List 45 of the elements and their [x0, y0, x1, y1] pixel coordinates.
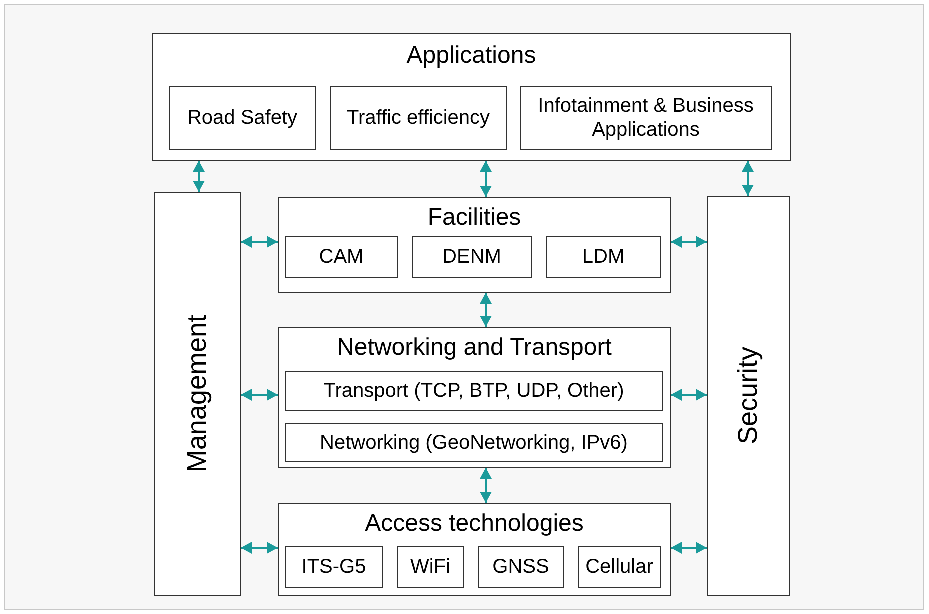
component-box [285, 423, 663, 462]
component-box [330, 86, 507, 150]
double-arrow [241, 389, 278, 401]
component-box [546, 236, 661, 278]
component-box [520, 86, 772, 150]
component-box [285, 236, 398, 278]
layer-box [278, 327, 671, 468]
layer-box [278, 197, 671, 293]
component-box [285, 546, 383, 588]
component-box [169, 86, 316, 150]
component-label: DENM [442, 245, 502, 269]
component-label: GNSS [492, 555, 550, 579]
layer-title: Facilities [426, 204, 522, 232]
component-box [412, 236, 532, 278]
double-arrow [241, 542, 278, 554]
double-arrow [671, 542, 707, 554]
side-layer-box [154, 192, 241, 596]
component-label: Traffic efficiency [346, 106, 490, 130]
double-arrow [480, 468, 492, 503]
component-box [285, 371, 663, 411]
component-label: Networking (GeoNetworking, IPv6) [320, 430, 628, 454]
double-arrow [241, 236, 278, 248]
side-layer-box [707, 196, 790, 596]
double-arrow [480, 293, 492, 327]
component-label: Road Safety [187, 106, 298, 130]
component-label: ITS-G5 [302, 555, 366, 579]
component-label: WiFi [410, 555, 450, 579]
double-arrow [742, 161, 754, 196]
component-label: CAM [319, 245, 364, 269]
double-arrow [671, 389, 707, 401]
layer-title: Networking and Transport [336, 334, 613, 362]
component-label: Cellular [586, 555, 654, 579]
double-arrow [480, 161, 492, 197]
component-box [397, 546, 464, 588]
layer-title: Applications [406, 42, 538, 70]
component-box [578, 546, 661, 588]
component-label: LDM [582, 245, 625, 269]
component-label: Infotainment & Business Applications [537, 94, 755, 142]
component-box [478, 546, 564, 588]
layer-box [152, 33, 791, 161]
double-arrow [193, 161, 205, 192]
component-label: Transport (TCP, BTP, UDP, Other) [324, 379, 624, 403]
double-arrow [671, 236, 707, 248]
layer-title: Access technologies [364, 510, 585, 538]
layer-box [278, 503, 671, 596]
